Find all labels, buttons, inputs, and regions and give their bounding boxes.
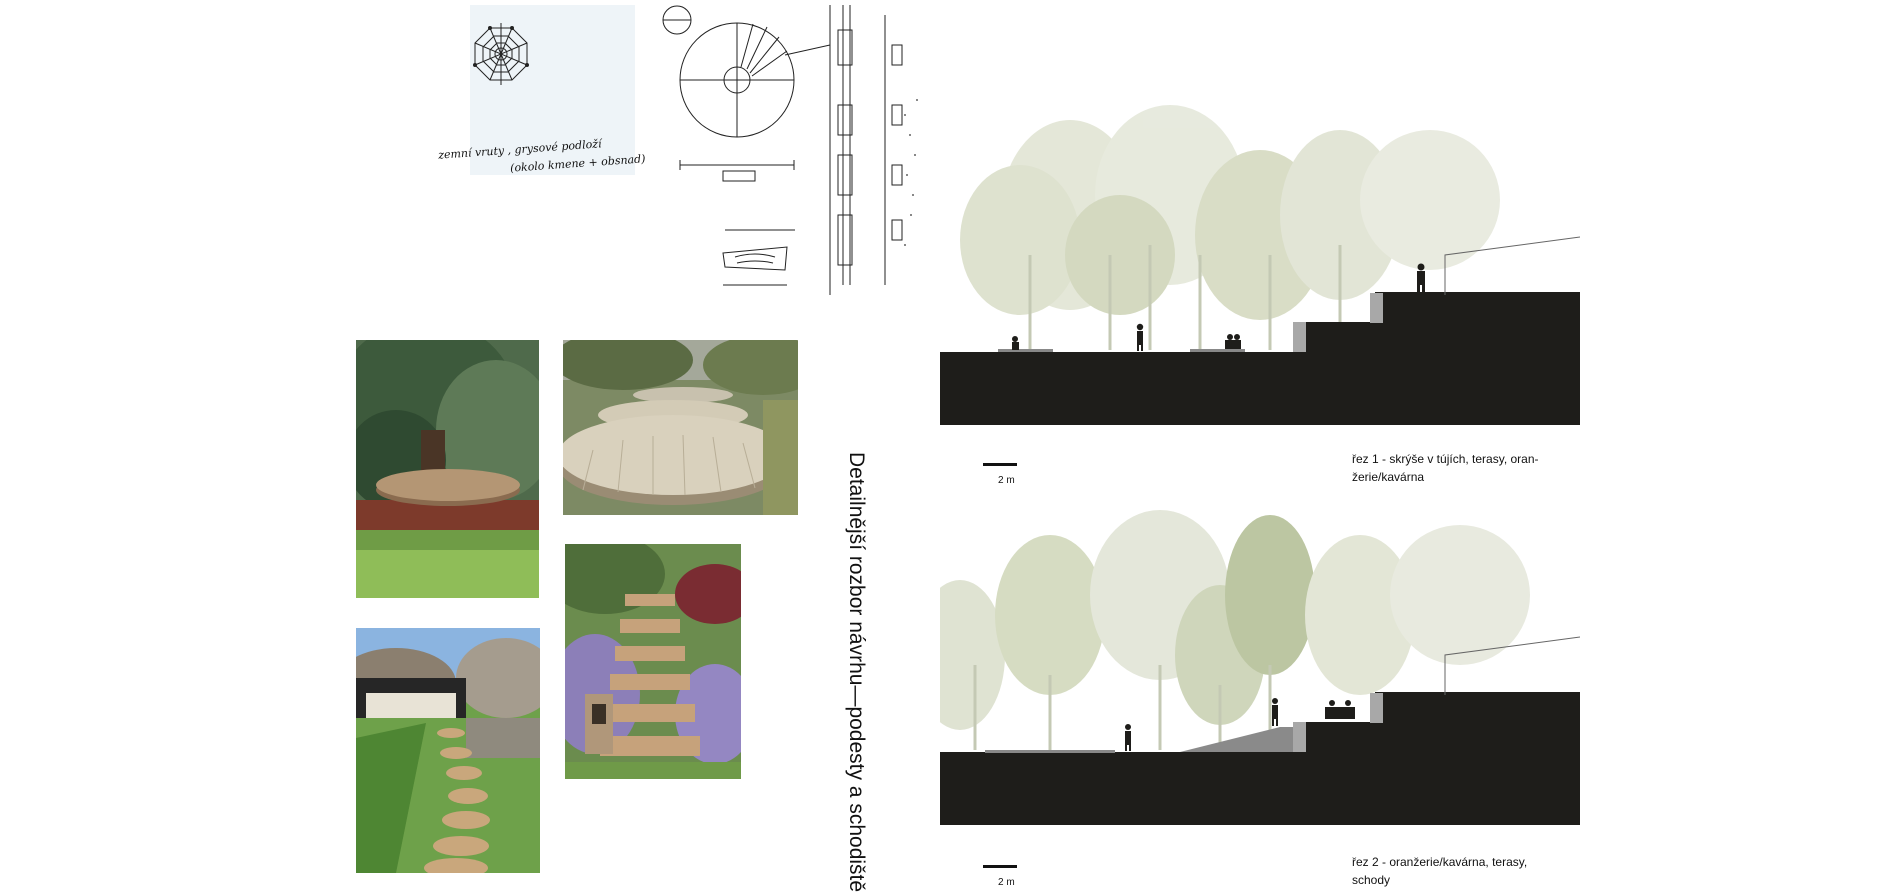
section-2-drawing [940,505,1580,825]
photo-tree-platform [356,340,539,598]
section-1-scale-label: 2 m [998,475,1015,486]
section-1-scale-bar: 2 m [983,463,1017,486]
page-title: Detailnější rozbor návrhu—podesty a scho… [845,452,868,893]
photo-stepping-stones-lawn [356,628,540,873]
photo-round-decks [563,340,798,515]
photo-stone-steps-garden [565,544,741,779]
section-1-caption-line2: žerie/kavárna [1352,470,1425,484]
section-2-scale-bar: 2 m [983,865,1017,888]
section-2-scale-label: 2 m [998,877,1015,888]
section-1-drawing [940,105,1580,425]
section-1-caption-line1: řez 1 - skrýše v tújích, terasy, oran- [1352,452,1539,466]
section-2-caption-line1: řez 2 - oranžerie/kavárna, terasy, [1352,855,1528,869]
section-2-caption-line2: schody [1352,873,1391,887]
section-2-caption: řez 2 - oranžerie/kavárna, terasy, schod… [1352,853,1542,889]
octagon-sketch: zemní vruty , grysové podloží (okolo kme… [420,5,646,175]
platform-sketch [655,5,935,295]
section-1-caption: řez 1 - skrýše v tújích, terasy, oran- ž… [1352,450,1542,486]
